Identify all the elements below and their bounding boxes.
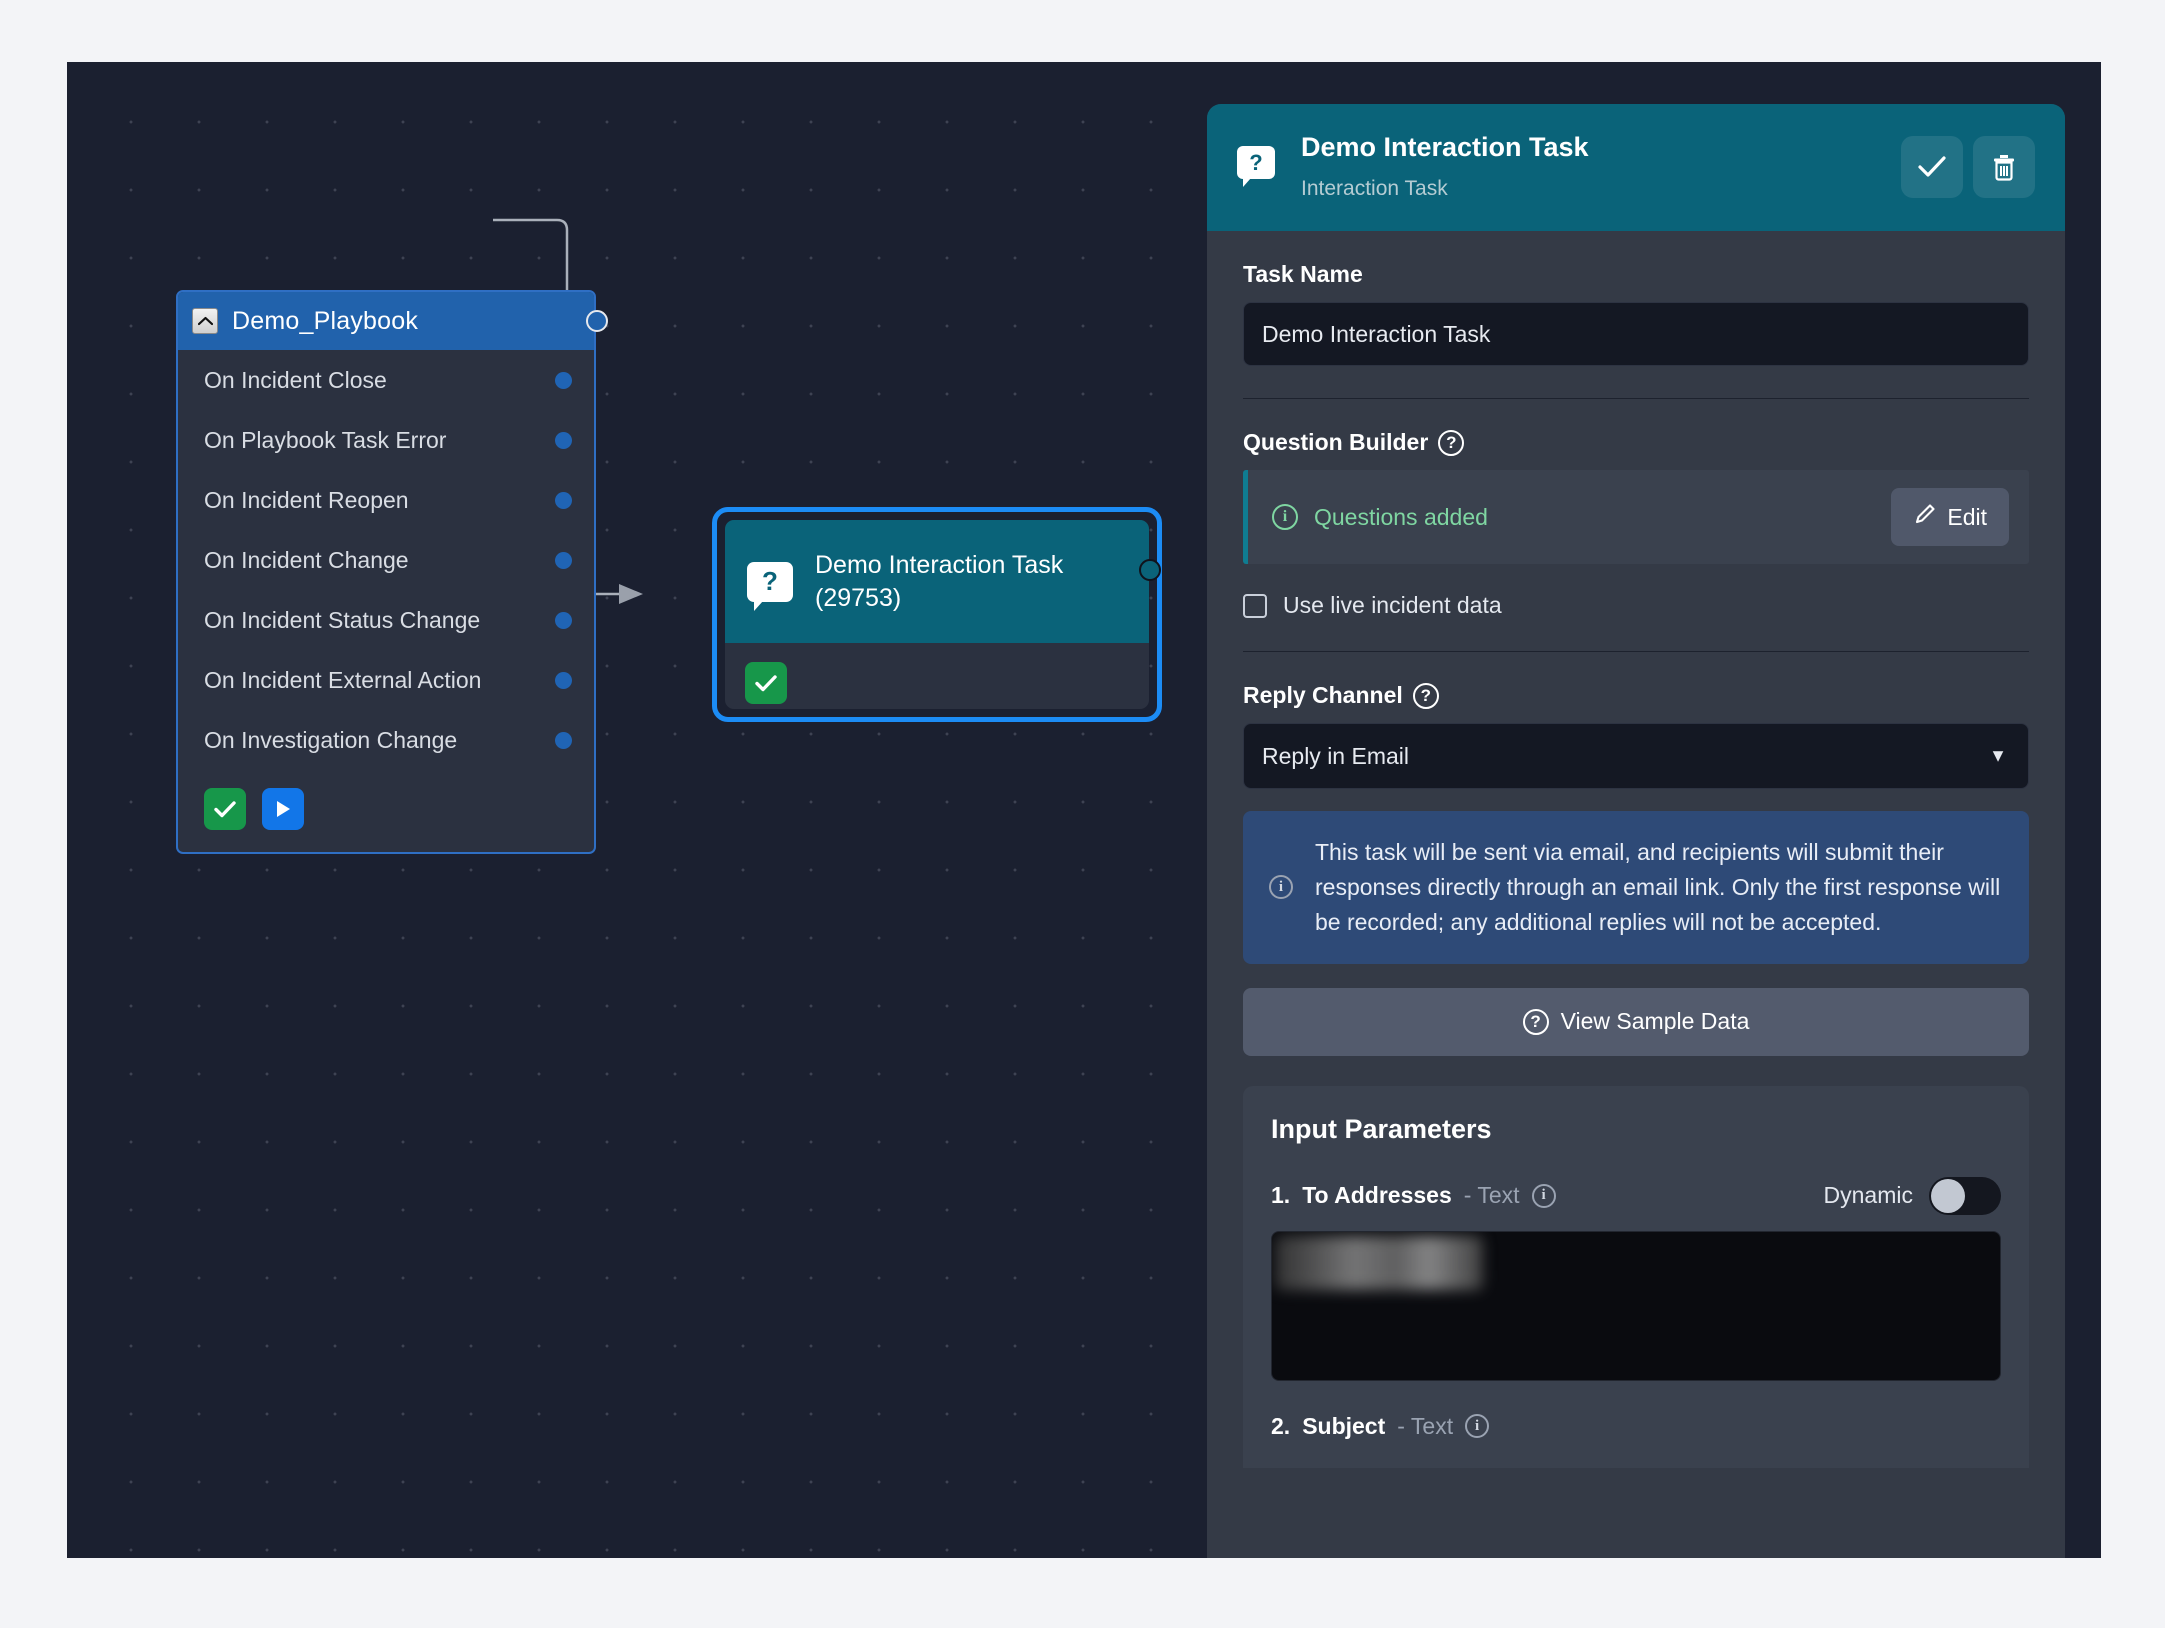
playbook-output-port[interactable] bbox=[586, 310, 608, 332]
section-divider bbox=[1243, 651, 2029, 652]
playbook-trigger-list: On Incident Close On Playbook Task Error… bbox=[178, 350, 594, 770]
section-divider bbox=[1243, 398, 2029, 399]
param-name: Subject bbox=[1302, 1412, 1386, 1439]
dynamic-toggle[interactable] bbox=[1929, 1176, 2001, 1215]
task-name-input[interactable] bbox=[1243, 302, 2029, 366]
playbook-node-header[interactable]: Demo_Playbook bbox=[178, 292, 594, 350]
info-circle-icon: i bbox=[1272, 504, 1298, 530]
trigger-row[interactable]: On Investigation Change bbox=[178, 710, 594, 770]
playbook-node-actions bbox=[178, 770, 594, 852]
approve-button[interactable] bbox=[204, 788, 246, 830]
questions-status-text: Questions added bbox=[1314, 503, 1488, 530]
question-bubble-icon: ? bbox=[1237, 146, 1275, 187]
panel-title: Demo Interaction Task bbox=[1301, 132, 1589, 162]
trigger-label: On Incident Status Change bbox=[204, 606, 481, 633]
trigger-label: On Incident Close bbox=[204, 366, 387, 393]
use-live-incident-data-checkbox[interactable] bbox=[1243, 593, 1267, 618]
info-circle-icon[interactable]: i bbox=[1531, 1183, 1556, 1208]
task-node-name: Demo Interaction Task bbox=[815, 551, 1064, 579]
task-node-check-button[interactable] bbox=[745, 662, 787, 704]
param-row-subject: 2. Subject - Text i bbox=[1271, 1413, 2001, 1440]
trigger-row[interactable]: On Incident Change bbox=[178, 530, 594, 590]
question-bubble-icon: ? bbox=[747, 561, 793, 611]
trigger-label: On Playbook Task Error bbox=[204, 426, 447, 453]
info-circle-icon: i bbox=[1269, 875, 1293, 900]
redacted-email-value bbox=[1275, 1235, 1483, 1290]
param-index: 1. bbox=[1271, 1182, 1291, 1209]
info-circle-icon[interactable]: i bbox=[1465, 1414, 1490, 1439]
trigger-port-dot[interactable] bbox=[555, 671, 572, 689]
dynamic-label: Dynamic bbox=[1823, 1182, 1913, 1209]
interaction-task-node-header: ? Demo Interaction Task (29753) bbox=[725, 520, 1149, 643]
param-type: - Text bbox=[1463, 1182, 1520, 1209]
chevron-up-icon[interactable] bbox=[192, 308, 218, 334]
edit-button-label: Edit bbox=[1947, 503, 1987, 530]
reply-channel-value: Reply in Email bbox=[1262, 742, 1409, 769]
to-addresses-input[interactable] bbox=[1271, 1230, 2001, 1381]
use-live-incident-data-label: Use live incident data bbox=[1283, 592, 1502, 618]
question-mark-icon[interactable]: ? bbox=[1438, 429, 1465, 456]
input-parameters-title: Input Parameters bbox=[1271, 1113, 1492, 1144]
trigger-row[interactable]: On Incident Reopen bbox=[178, 470, 594, 530]
trigger-label: On Incident Change bbox=[204, 546, 409, 573]
edit-questions-button[interactable]: Edit bbox=[1891, 488, 2009, 546]
input-parameters-section: Input Parameters 1. To Addresses - Text … bbox=[1243, 1085, 2029, 1468]
reply-channel-select[interactable]: Reply in Email bbox=[1243, 723, 2029, 789]
email-channel-note: i This task will be sent via email, and … bbox=[1243, 811, 2029, 964]
trigger-port-dot[interactable] bbox=[555, 611, 572, 629]
interaction-task-node-body bbox=[725, 643, 1149, 709]
question-mark-icon[interactable]: ? bbox=[1412, 682, 1439, 709]
trigger-port-dot[interactable] bbox=[555, 551, 572, 569]
trigger-row[interactable]: On Playbook Task Error bbox=[178, 410, 594, 470]
param-name: To Addresses bbox=[1302, 1182, 1452, 1209]
panel-subtitle: Interaction Task bbox=[1301, 177, 1448, 200]
view-sample-data-button[interactable]: ? View Sample Data bbox=[1243, 987, 2029, 1056]
reply-channel-label-text: Reply Channel bbox=[1243, 682, 1403, 708]
interaction-task-output-port[interactable] bbox=[1139, 559, 1161, 581]
interaction-task-node-title: Demo Interaction Task (29753) bbox=[815, 549, 1063, 614]
trigger-port-dot[interactable] bbox=[555, 371, 572, 389]
panel-header: ? Demo Interaction Task Interaction Task bbox=[1207, 104, 2065, 231]
questions-status-strip: i Questions added Edit bbox=[1243, 470, 2029, 564]
trigger-port-dot[interactable] bbox=[555, 491, 572, 509]
trigger-row[interactable]: On Incident Close bbox=[178, 350, 594, 410]
delete-button[interactable] bbox=[1973, 136, 2035, 198]
trigger-port-dot[interactable] bbox=[555, 731, 572, 749]
pencil-icon bbox=[1913, 502, 1937, 532]
run-button[interactable] bbox=[262, 788, 304, 830]
question-mark-icon: ? bbox=[1522, 1008, 1549, 1035]
trigger-label: On Incident Reopen bbox=[204, 486, 409, 513]
param-row-to-addresses: 1. To Addresses - Text i Dynamic bbox=[1271, 1176, 2001, 1215]
view-sample-data-label: View Sample Data bbox=[1560, 1008, 1750, 1035]
trigger-label: On Investigation Change bbox=[204, 726, 458, 753]
task-node-id: (29753) bbox=[815, 583, 902, 612]
param-type: - Text bbox=[1397, 1412, 1454, 1439]
task-properties-panel: ? Demo Interaction Task Interaction Task bbox=[1207, 104, 2065, 1558]
trigger-row[interactable]: On Incident External Action bbox=[178, 650, 594, 710]
trigger-row[interactable]: On Incident Status Change bbox=[178, 590, 594, 650]
trigger-port-dot[interactable] bbox=[555, 431, 572, 449]
param-index: 2. bbox=[1271, 1412, 1291, 1439]
reply-channel-label: Reply Channel ? bbox=[1243, 682, 2029, 709]
question-builder-label: Question Builder ? bbox=[1243, 429, 2029, 456]
use-live-incident-data-row[interactable]: Use live incident data bbox=[1243, 592, 2029, 619]
question-builder-label-text: Question Builder bbox=[1243, 429, 1429, 455]
trigger-label: On Incident External Action bbox=[204, 666, 482, 693]
task-name-label-text: Task Name bbox=[1243, 261, 1363, 287]
task-name-label: Task Name bbox=[1243, 261, 2029, 288]
playbook-node[interactable]: Demo_Playbook On Incident Close On Playb… bbox=[176, 290, 596, 854]
email-channel-note-text: This task will be sent via email, and re… bbox=[1315, 839, 2001, 935]
interaction-task-node[interactable]: ? Demo Interaction Task (29753) bbox=[712, 507, 1162, 722]
save-button[interactable] bbox=[1901, 136, 1963, 198]
playbook-node-title: Demo_Playbook bbox=[232, 306, 419, 335]
